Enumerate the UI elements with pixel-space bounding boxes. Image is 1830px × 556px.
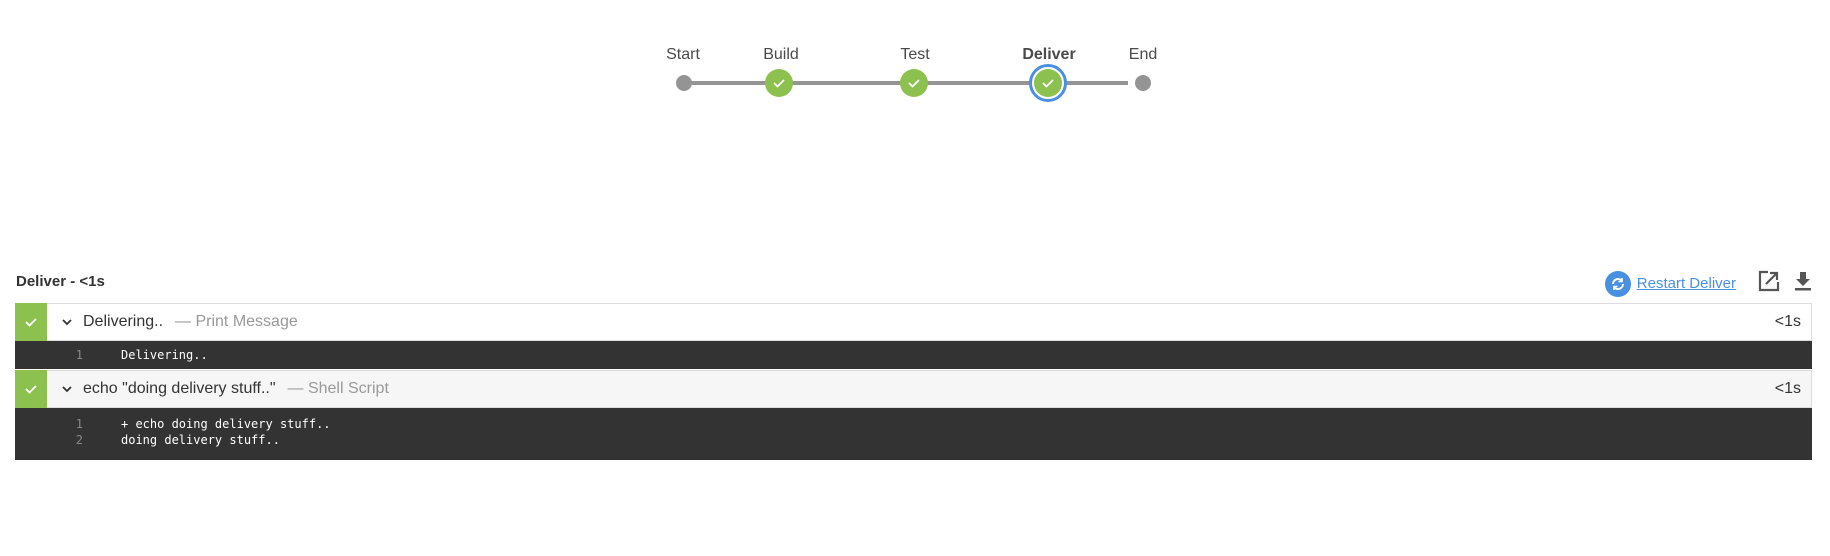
check-icon [25, 385, 37, 394]
stage-node-start [676, 75, 692, 91]
step-duration: <1s [1774, 313, 1801, 330]
step-log: 1 Delivering.. [15, 341, 1812, 369]
stage-node-end [1135, 75, 1151, 91]
step-status-success [15, 370, 47, 408]
check-icon [1042, 79, 1054, 88]
log-line-number: 2 [75, 433, 83, 447]
stage-label-start: Start [666, 46, 700, 63]
log-line-text: + echo doing delivery stuff.. [121, 417, 331, 431]
stage-node-deliver[interactable] [1029, 64, 1067, 102]
stage-label-build: Build [763, 46, 799, 63]
step-status-success [15, 303, 47, 341]
log-line: 1 + echo doing delivery stuff.. [15, 416, 1812, 432]
stage-label-end: End [1128, 46, 1158, 63]
restart-deliver-label: Restart Deliver [1636, 275, 1736, 292]
log-line: 2 doing delivery stuff.. [15, 432, 1812, 448]
restart-icon [1604, 270, 1631, 297]
check-icon [773, 79, 785, 88]
step-list: Delivering.. — Print Message <1s 1 Delive… [15, 303, 1812, 460]
log-line-text: Delivering.. [121, 348, 208, 362]
step-name: echo "doing delivery stuff.." [83, 380, 276, 397]
download-icon[interactable] [1794, 271, 1812, 296]
log-line-number: 1 [75, 417, 83, 431]
stage-label-deliver: Deliver [1022, 46, 1076, 63]
step-log: 1 + echo doing delivery stuff.. 2 doing de… [15, 408, 1812, 460]
step-type: — Print Message [175, 313, 298, 330]
step-row[interactable]: echo "doing delivery stuff.." — Shell Sc… [15, 370, 1812, 408]
stage-node-build[interactable] [765, 69, 793, 97]
log-line: 1 Delivering.. [15, 347, 1812, 363]
step-type: — Shell Script [287, 380, 389, 397]
stage-actions: Restart Deliver [1604, 270, 1812, 297]
step-row[interactable]: Delivering.. — Print Message <1s [15, 303, 1812, 341]
log-line-text: doing delivery stuff.. [121, 433, 280, 447]
step-duration: <1s [1774, 380, 1801, 397]
step-name: Delivering.. [83, 313, 164, 330]
stage-label-test: Test [900, 46, 930, 63]
chevron-down-icon[interactable] [57, 318, 77, 326]
check-icon [25, 318, 37, 327]
check-icon [908, 79, 920, 88]
log-line-number: 1 [75, 348, 83, 362]
restart-deliver-button[interactable]: Restart Deliver [1604, 270, 1736, 297]
stage-heading: Deliver - <1s [16, 273, 105, 290]
popout-icon[interactable] [1758, 270, 1780, 297]
stage-node-test[interactable] [900, 69, 928, 97]
pipeline-graph: Start Build Test Deliver End [0, 0, 1830, 120]
chevron-down-icon[interactable] [57, 385, 77, 393]
